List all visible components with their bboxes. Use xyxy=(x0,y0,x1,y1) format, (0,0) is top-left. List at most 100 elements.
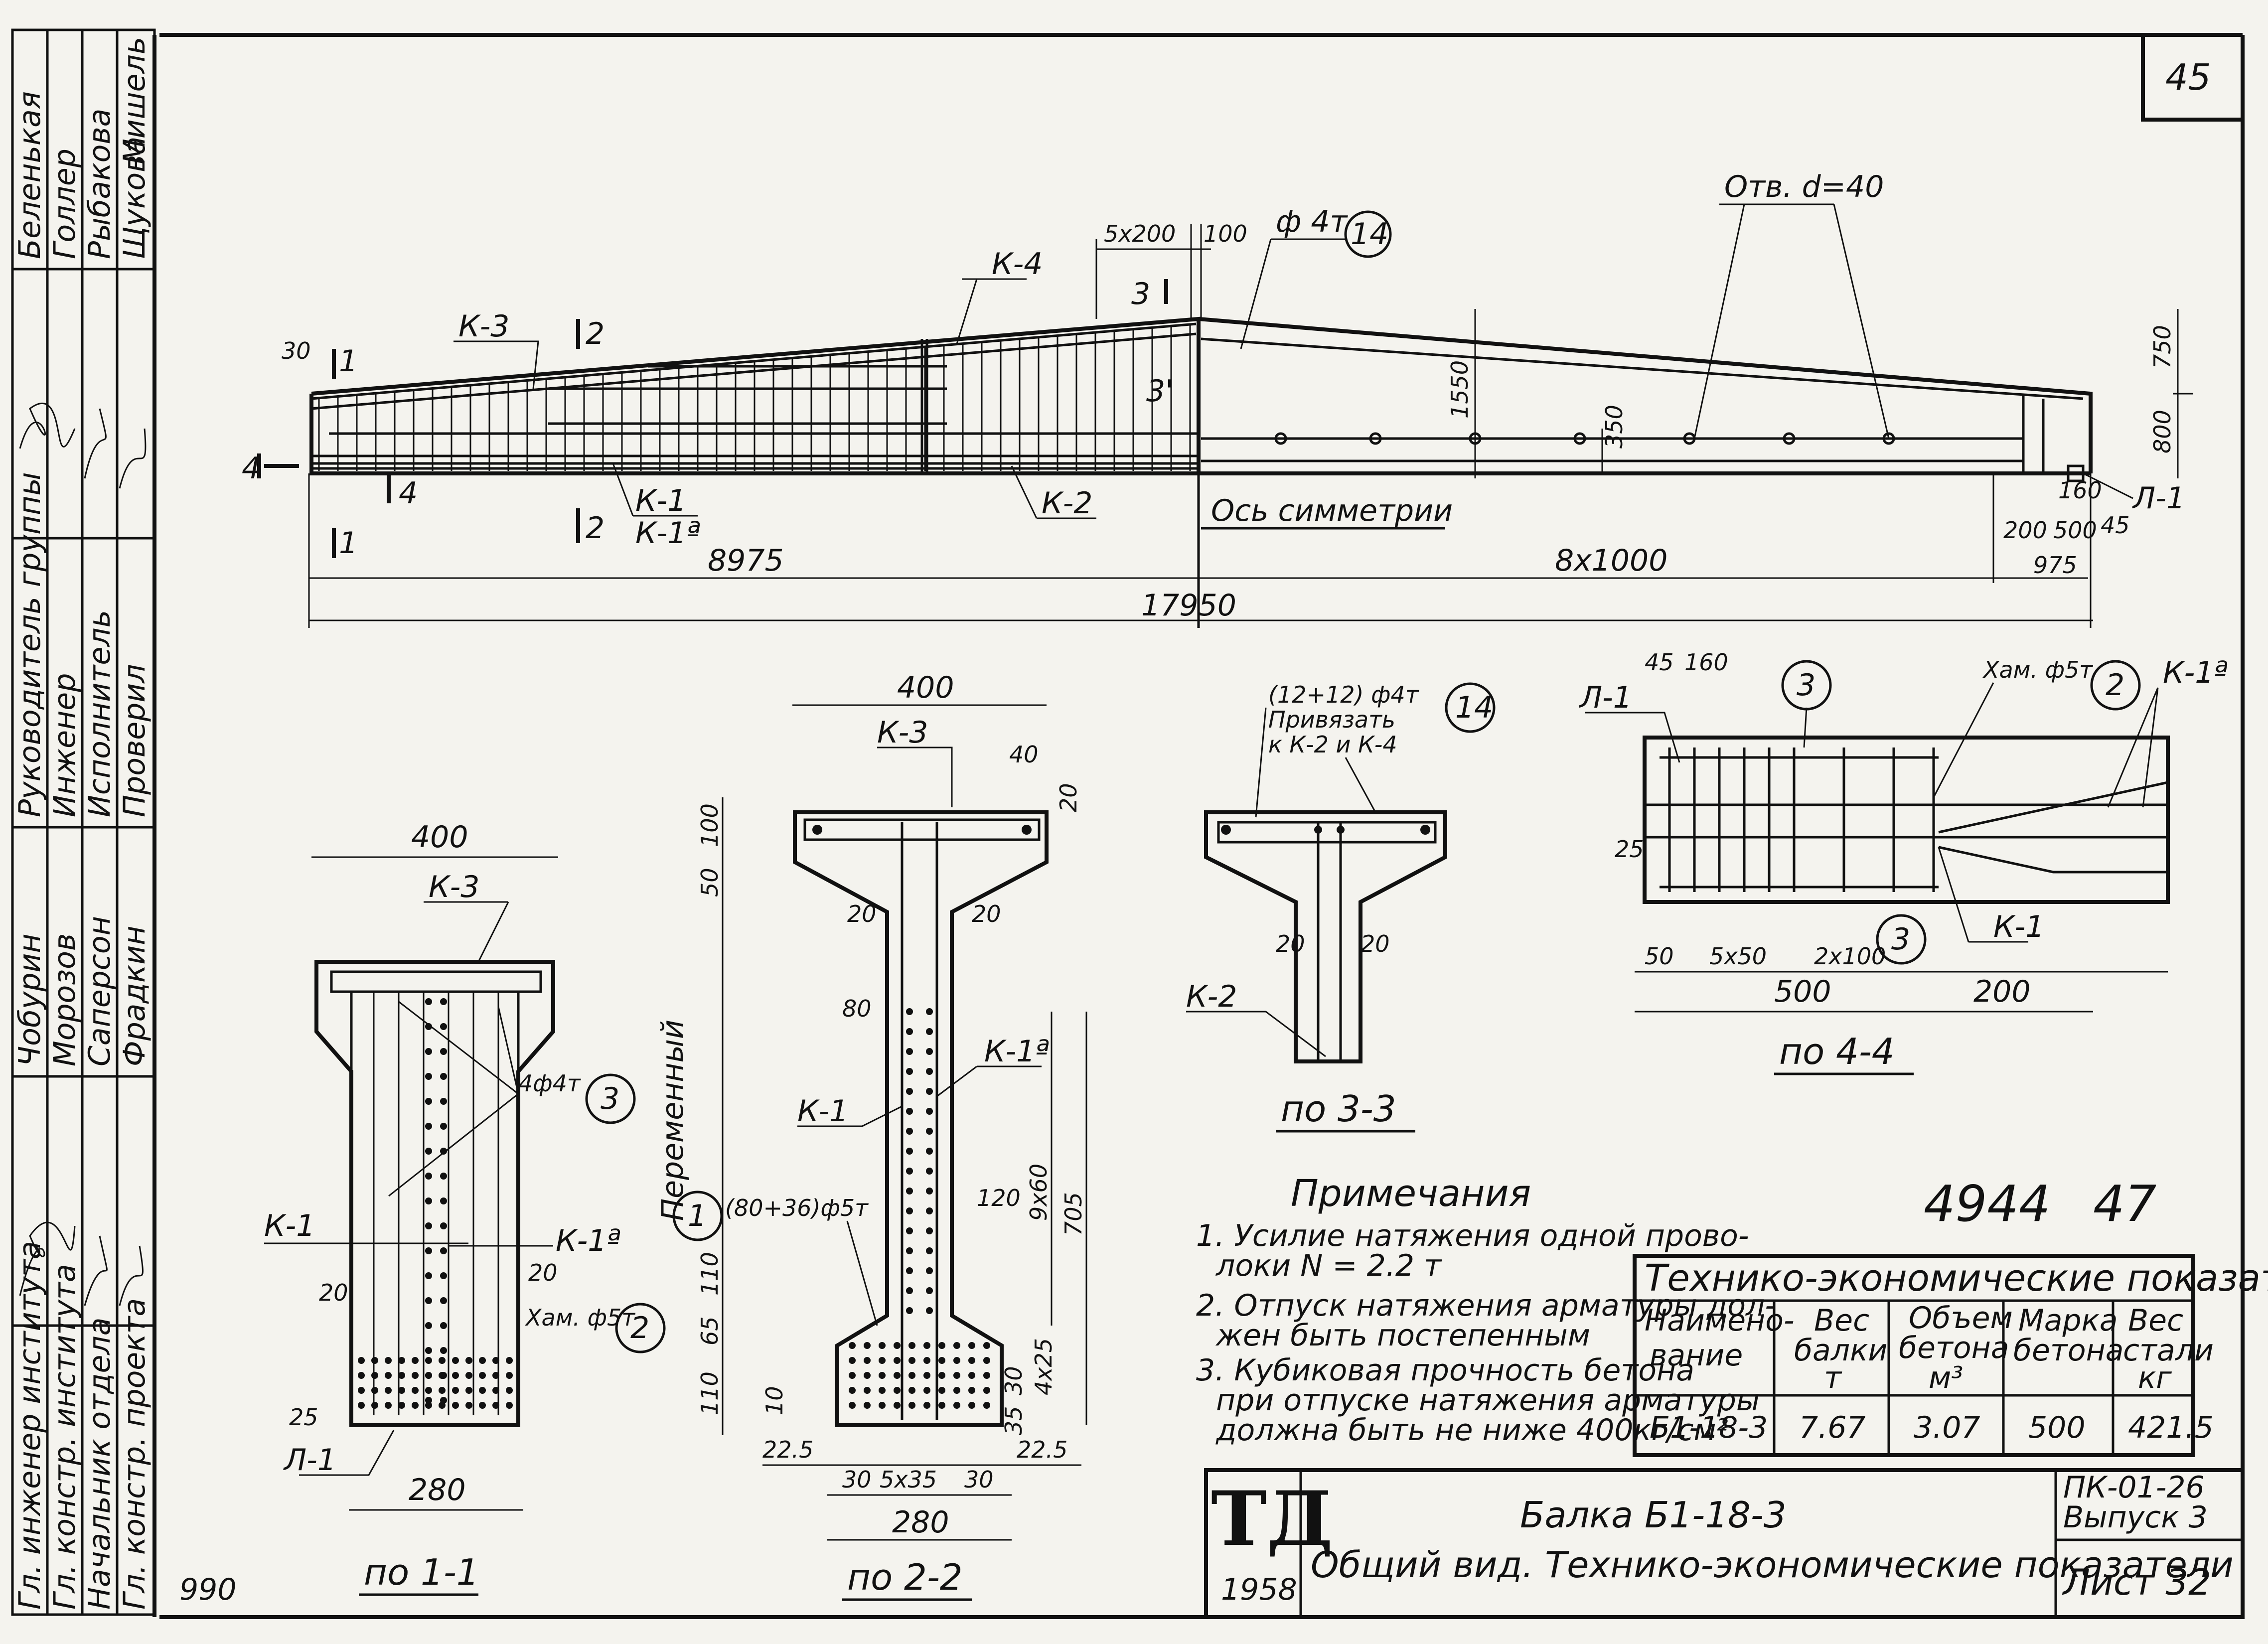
section-3-3: (12+12) ф4т 14 Привязать к К-2 и К-4 20 … xyxy=(1186,681,1496,1133)
wire-dot xyxy=(906,1227,913,1234)
svg-text:Б1-18-3: Б1-18-3 xyxy=(1650,1410,1768,1445)
svg-text:1. Усилие натяжения одной пров: 1. Усилие натяжения одной прово- xyxy=(1196,1218,1749,1253)
stamp-name-2: Рыбакова xyxy=(82,109,117,259)
svg-text:100: 100 xyxy=(696,803,723,847)
wire-dot xyxy=(906,1168,913,1175)
wire-dot xyxy=(923,1357,930,1364)
svg-text:3: 3 xyxy=(1891,922,1910,957)
wire-dot xyxy=(864,1342,871,1349)
wire-dot xyxy=(412,1402,419,1409)
svg-text:110: 110 xyxy=(696,1371,723,1415)
drawing-title: Балка Б1-18-3 xyxy=(1520,1494,1787,1536)
wire-dot xyxy=(906,1088,913,1095)
wire-dot xyxy=(923,1387,930,1394)
svg-text:К-1: К-1 xyxy=(1993,909,2044,944)
svg-text:балки: балки xyxy=(1794,1333,1887,1368)
wire-dot xyxy=(425,1048,432,1055)
svg-text:Ось симметрии: Ось симметрии xyxy=(1211,493,1453,528)
svg-text:4ф4т: 4ф4т xyxy=(518,1070,581,1097)
svg-text:45: 45 xyxy=(2165,56,2211,98)
corner-sheet-number: 45 xyxy=(2141,35,2243,122)
wire-dot xyxy=(926,1128,933,1135)
svg-text:К-1ª: К-1ª xyxy=(556,1223,621,1258)
svg-text:стали: стали xyxy=(2123,1333,2214,1368)
wire-dot xyxy=(894,1387,901,1394)
wire-dot xyxy=(906,1188,913,1195)
svg-text:кг: кг xyxy=(2138,1360,2172,1395)
svg-text:22.5: 22.5 xyxy=(1017,1436,1067,1463)
wire-dot xyxy=(371,1372,378,1379)
hole xyxy=(1369,432,1382,445)
wire-dot xyxy=(440,1272,447,1279)
svg-text:3: 3 xyxy=(1797,668,1815,703)
wire-dot xyxy=(440,1222,447,1229)
section-4-4: 45 160 3 Хам. ф5т 2 К-1ª Л-1 25 3 К-1 50… xyxy=(1579,649,2228,1075)
wire-dot xyxy=(879,1387,886,1394)
wire-dot xyxy=(926,1168,933,1175)
wire-dot xyxy=(440,1297,447,1304)
hole xyxy=(1882,432,1895,445)
svg-text:800: 800 xyxy=(2149,410,2176,453)
svg-text:25: 25 xyxy=(1615,836,1644,863)
wire-dot xyxy=(371,1402,378,1409)
svg-text:120: 120 xyxy=(977,1185,1021,1211)
wire-dot xyxy=(894,1372,901,1379)
svg-text:20: 20 xyxy=(1361,930,1390,957)
wire-dot xyxy=(906,1008,913,1015)
svg-text:30: 30 xyxy=(1000,1366,1027,1395)
wire-dot xyxy=(908,1357,915,1364)
section-1-1-title: по 1-1 xyxy=(364,1551,479,1593)
wire-dot xyxy=(440,1073,447,1080)
archive-number: 4944 xyxy=(1924,1175,2051,1233)
svg-text:45: 45 xyxy=(2101,512,2130,539)
svg-text:280: 280 xyxy=(892,1505,949,1540)
wire-dot xyxy=(506,1402,513,1409)
svg-text:20: 20 xyxy=(528,1259,558,1286)
wire-dot xyxy=(479,1372,486,1379)
svg-text:1: 1 xyxy=(339,526,358,561)
svg-text:1: 1 xyxy=(339,344,358,379)
wire-dot xyxy=(926,1088,933,1095)
wire-dot xyxy=(492,1402,499,1409)
wire-dot xyxy=(385,1372,392,1379)
svg-text:35: 35 xyxy=(1000,1406,1027,1435)
wire-dot xyxy=(894,1402,901,1409)
svg-text:100: 100 xyxy=(1204,220,1247,247)
svg-text:бетона: бетона xyxy=(2013,1333,2124,1368)
svg-text:при отпуске натяжения арматуры: при отпуске натяжения арматуры xyxy=(1216,1383,1760,1418)
wire-dot xyxy=(906,1287,913,1294)
wire-dot xyxy=(440,1197,447,1204)
wire-dot xyxy=(439,1387,446,1394)
svg-text:22.5: 22.5 xyxy=(762,1436,813,1463)
wire-dot xyxy=(953,1357,960,1364)
stamp-role-0: Руководитель группы xyxy=(12,472,47,817)
notes-title: Примечания xyxy=(1291,1172,1531,1215)
wire-dot xyxy=(926,1148,933,1155)
wire-dot xyxy=(452,1402,459,1409)
svg-text:Переменный: Переменный xyxy=(655,1020,690,1221)
wire-dot xyxy=(926,1307,933,1314)
svg-text:40: 40 xyxy=(1009,741,1039,768)
wire-dot xyxy=(506,1372,513,1379)
wire-dot xyxy=(926,1267,933,1274)
table-title: Технико-экономические показатели xyxy=(1645,1257,2268,1300)
wire-dot xyxy=(398,1387,405,1394)
wire-dot xyxy=(864,1357,871,1364)
wire-dot xyxy=(926,1028,933,1035)
svg-text:400: 400 xyxy=(411,820,468,855)
svg-text:400: 400 xyxy=(897,670,954,705)
wire-dot xyxy=(425,1098,432,1105)
svg-text:2: 2 xyxy=(630,1311,649,1345)
wire-dot xyxy=(953,1342,960,1349)
label-k4: К-4 xyxy=(992,247,1043,282)
wire-dot xyxy=(1022,825,1032,835)
wire-dot xyxy=(425,1123,432,1130)
wire-dot xyxy=(908,1372,915,1379)
wire-dot xyxy=(894,1342,901,1349)
wire-dot xyxy=(425,1073,432,1080)
wire-dot xyxy=(425,1402,432,1409)
svg-text:2: 2 xyxy=(2106,668,2124,703)
svg-text:3': 3' xyxy=(1146,374,1174,409)
wire-dot xyxy=(879,1372,886,1379)
wire-dot xyxy=(983,1372,990,1379)
